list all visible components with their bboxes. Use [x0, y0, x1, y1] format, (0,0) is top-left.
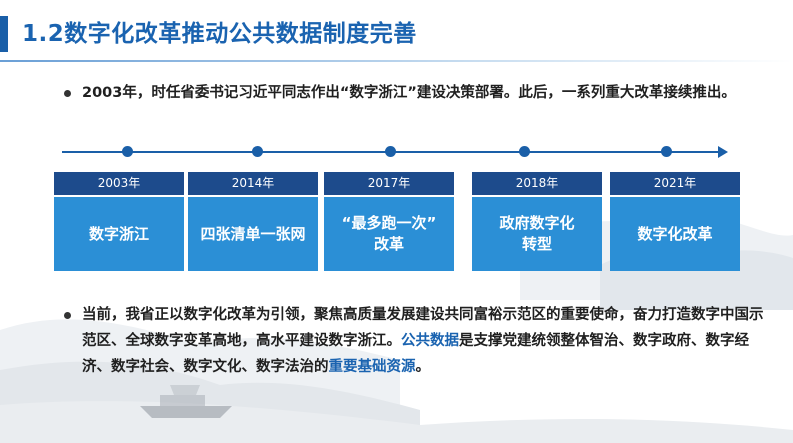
milestone-year: 2018年	[472, 172, 602, 195]
bullet-text: 当前，我省正以数字化改革为引领，聚焦高质量发展建设共同富裕示范区的重要使命，奋力…	[82, 302, 764, 380]
timeline-dot	[122, 146, 133, 157]
milestone-card: 2021年 数字化改革	[610, 172, 740, 271]
milestone-year: 2021年	[610, 172, 740, 195]
timeline-dot	[252, 146, 263, 157]
bullet-point-history: 2003年，时任省委书记习近平同志作出“数字浙江”建设决策部署。此后，一系列重大…	[64, 80, 764, 106]
timeline-dot	[519, 146, 530, 157]
milestone-label-line1: “最多跑一次”	[341, 214, 437, 232]
highlight-key-resource: 重要基础资源	[328, 359, 416, 375]
milestone-card: 2014年 四张清单一张网	[188, 172, 318, 271]
milestone-card: 2003年 数字浙江	[54, 172, 184, 271]
milestone-card: 2018年 政府数字化 转型	[472, 172, 602, 271]
milestone-label: “最多跑一次” 改革	[324, 197, 454, 271]
header-divider	[0, 60, 793, 62]
highlight-public-data: 公共数据	[401, 333, 459, 349]
bullet-point-current: 当前，我省正以数字化改革为引领，聚焦高质量发展建设共同富裕示范区的重要使命，奋力…	[64, 302, 764, 380]
timeline	[0, 140, 793, 164]
milestone-label-line2: 转型	[521, 235, 552, 253]
slide-header: 1.2数字化改革推动公共数据制度完善	[0, 0, 793, 62]
milestone-card: 2017年 “最多跑一次” 改革	[324, 172, 454, 271]
milestone-label: 数字浙江	[54, 197, 184, 271]
bullet-dot-icon	[64, 312, 71, 319]
milestone-label-line1: 数字化改革	[637, 224, 713, 243]
milestone-label-line1: 四张清单一张网	[200, 224, 306, 243]
milestone-label: 政府数字化 转型	[472, 197, 602, 271]
milestone-year: 2014年	[188, 172, 318, 195]
bullet-text-part: 是支撑党建统领整体智治、数字政府、数字经济、数字社会、数字文化、数字法治的	[82, 333, 749, 375]
timeline-arrow-icon	[718, 146, 728, 158]
milestone-label-line2: 改革	[373, 235, 404, 253]
milestone-label: 四张清单一张网	[188, 197, 318, 271]
milestone-label-line1: 政府数字化	[499, 214, 575, 232]
header-accent-bar	[0, 16, 8, 52]
milestone-year: 2003年	[54, 172, 184, 195]
bullet-text: 2003年，时任省委书记习近平同志作出“数字浙江”建设决策部署。此后，一系列重大…	[82, 85, 736, 101]
bullet-text-part: 当前，我省正以数字化改革为引领，聚焦高质量发展建设共同富裕示范区的重要使命，奋力…	[82, 307, 764, 349]
bullet-text-part: 。	[415, 359, 431, 375]
milestone-label-line1: 数字浙江	[88, 224, 149, 243]
milestone-year: 2017年	[324, 172, 454, 195]
slide-title: 1.2数字化改革推动公共数据制度完善	[22, 21, 417, 47]
timeline-dot	[385, 146, 396, 157]
milestone-label: 数字化改革	[610, 197, 740, 271]
bullet-dot-icon	[64, 90, 71, 97]
timeline-dot	[661, 146, 672, 157]
